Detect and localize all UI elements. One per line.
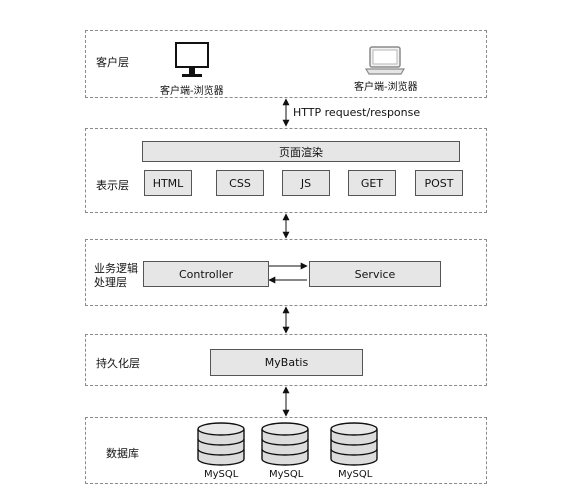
service-box: Service — [309, 261, 441, 287]
presentation-layer-label: 表示层 — [96, 179, 129, 192]
laptop-icon — [364, 46, 406, 75]
controller-box: Controller — [143, 261, 269, 287]
get-box: GET — [348, 170, 396, 196]
desktop-monitor-icon — [175, 42, 209, 77]
css-box: CSS — [216, 170, 264, 196]
client-right-caption: 客户端-浏览器 — [354, 82, 418, 93]
post-box: POST — [415, 170, 463, 196]
html-box: HTML — [144, 170, 192, 196]
client-layer-label: 客户层 — [96, 56, 129, 69]
client-left-caption: 客户端-浏览器 — [160, 86, 224, 97]
business-layer-label-line1: 业务逻辑 — [94, 262, 138, 275]
http-connector-label: HTTP request/response — [293, 106, 421, 119]
mysql-caption-1: MySQL — [204, 469, 239, 480]
mysql-caption-3: MySQL — [338, 469, 373, 480]
js-box: JS — [282, 170, 330, 196]
database-layer-label: 数据库 — [106, 447, 139, 460]
database-cylinder-icon — [330, 422, 378, 466]
business-layer-label-line2: 处理层 — [94, 276, 127, 289]
business-logic-layer: 业务逻辑 处理层 Controller Service — [85, 239, 487, 306]
database-cylinder-icon — [261, 422, 309, 466]
database-cylinder-icon — [197, 422, 245, 466]
client-layer: 客户层 客户端-浏览器 客户端-浏览器 — [85, 30, 487, 98]
persistence-layer: 持久化层 MyBatis — [85, 334, 487, 386]
mybatis-box: MyBatis — [210, 349, 363, 376]
page-render-banner: 页面渲染 — [142, 141, 460, 162]
persistence-layer-label: 持久化层 — [96, 357, 140, 370]
database-layer: 数据库 MySQL MySQL MySQL — [85, 417, 487, 484]
presentation-layer: 表示层 页面渲染 HTML CSS JS GET POST — [85, 128, 487, 213]
mysql-caption-2: MySQL — [269, 469, 304, 480]
